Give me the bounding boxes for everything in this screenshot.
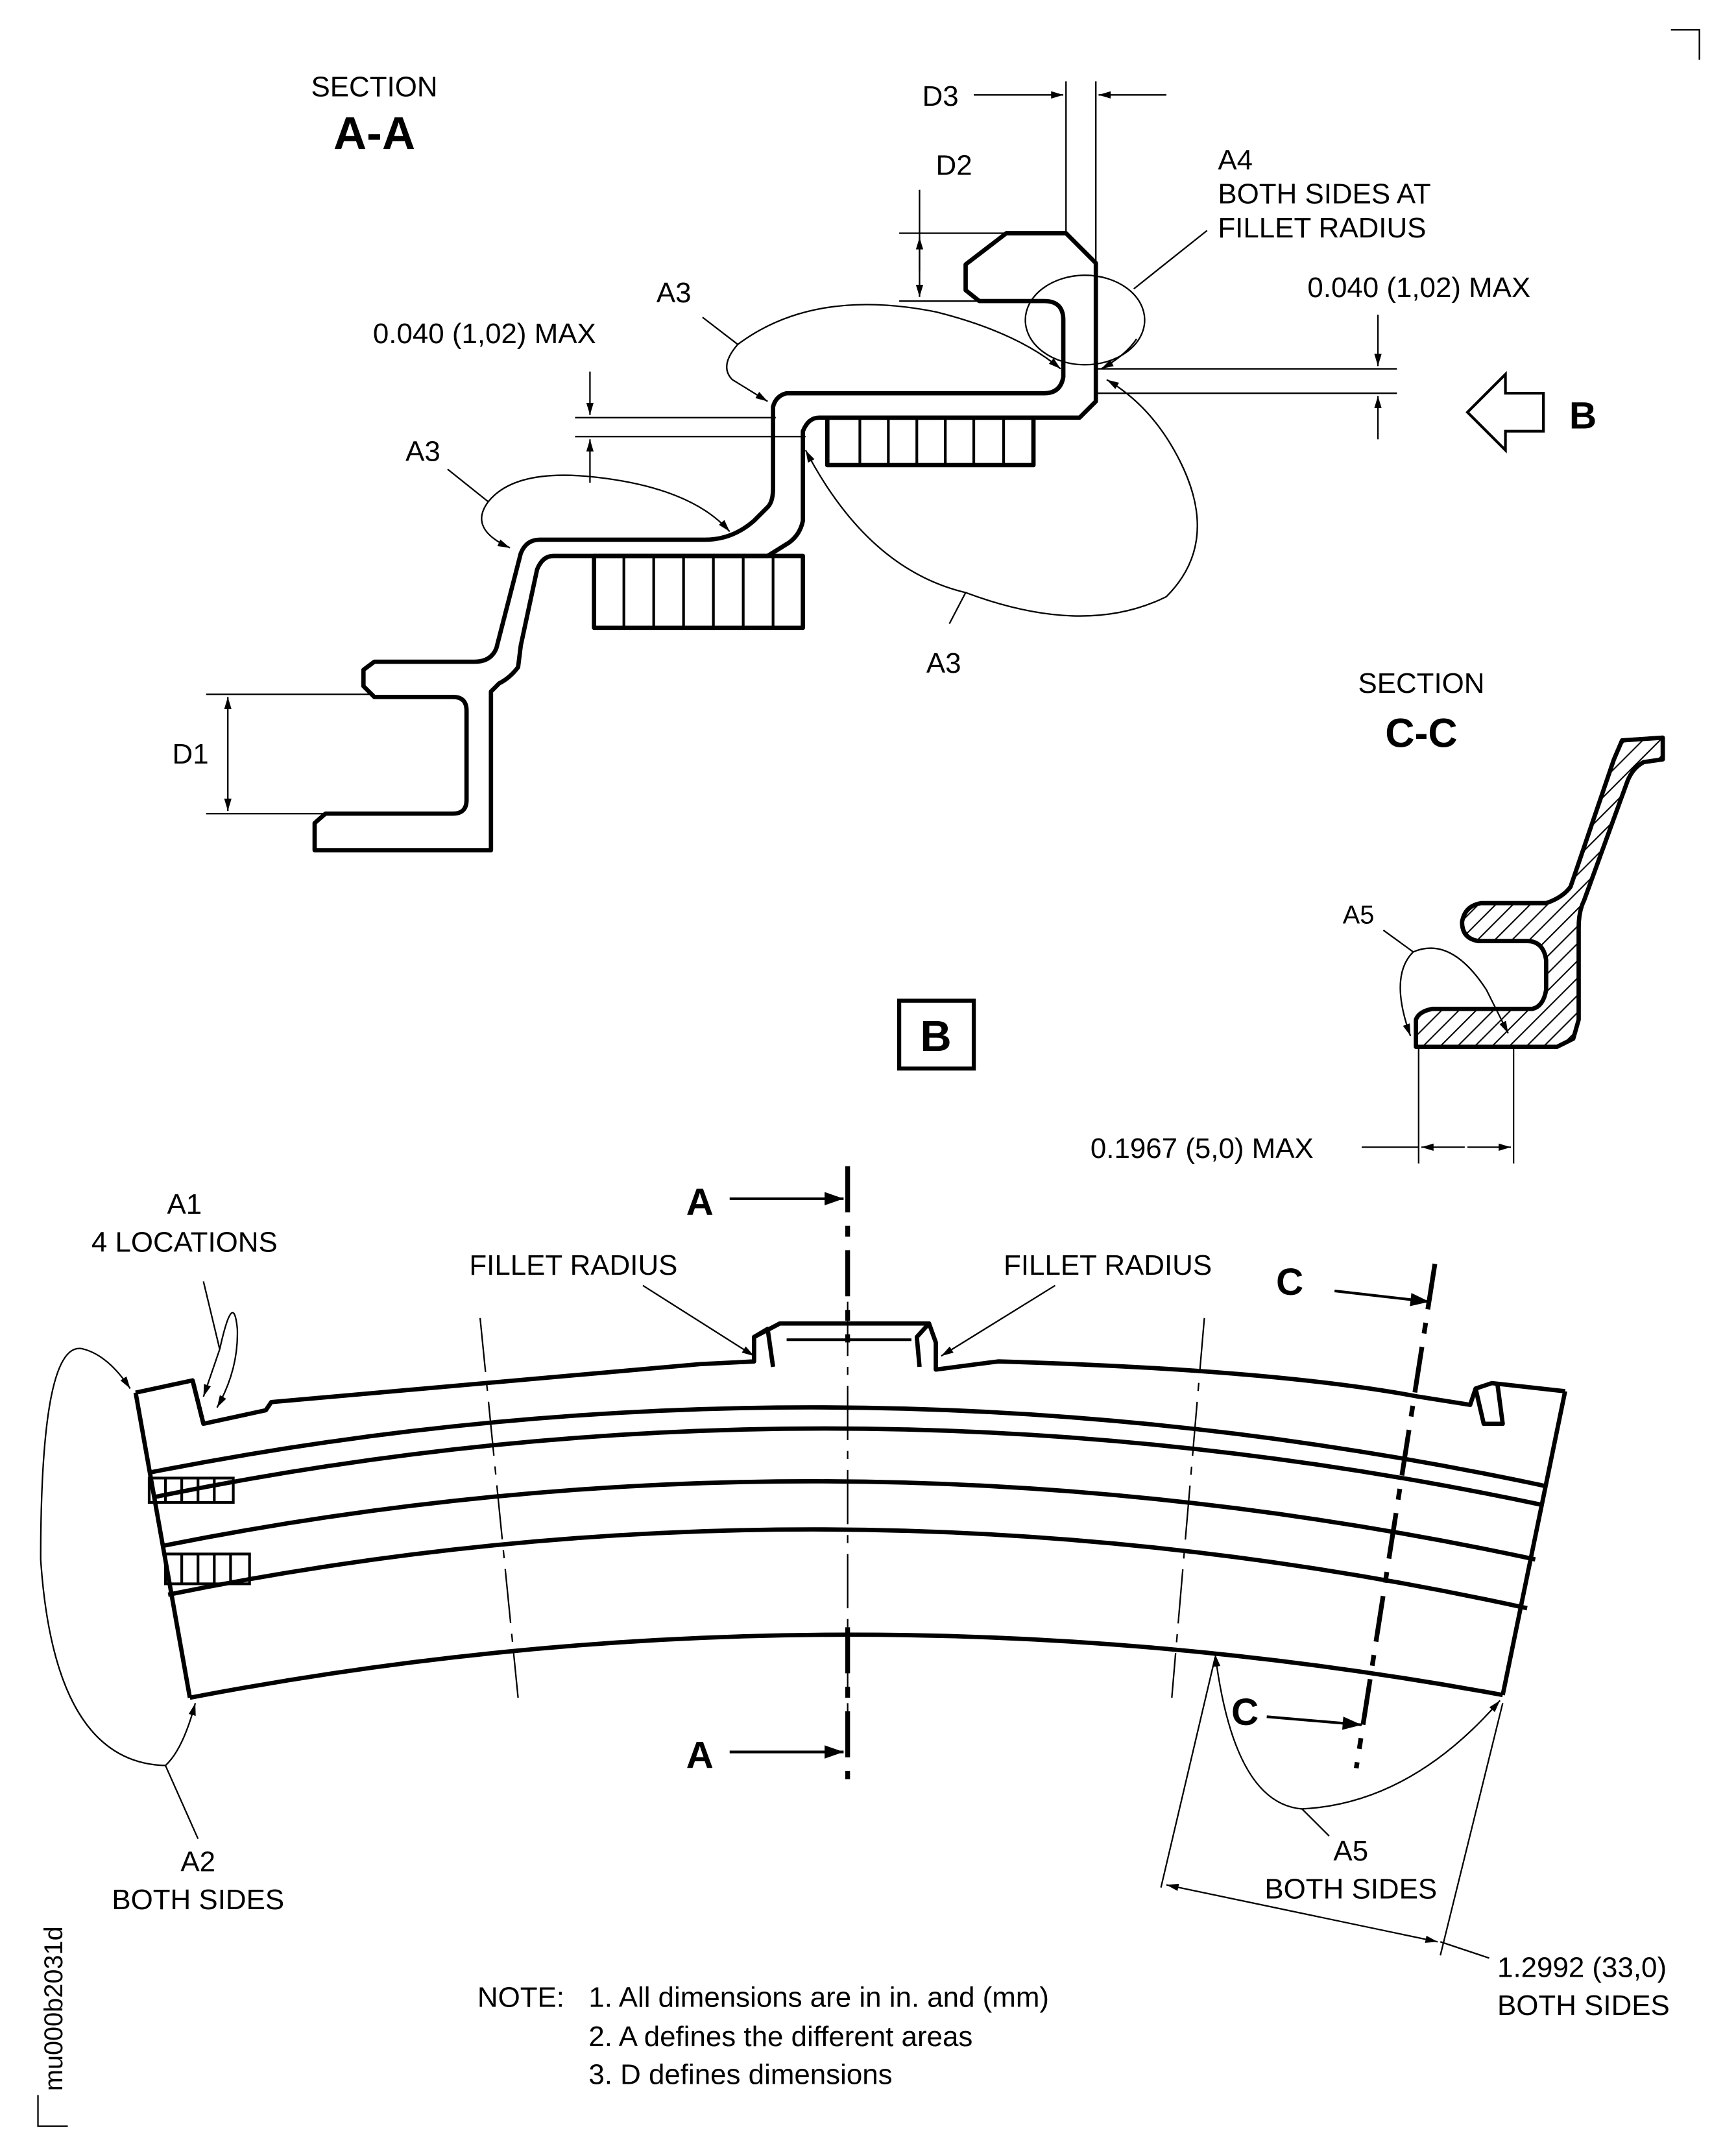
a2-label-line2: BOTH SIDES [112,1884,284,1916]
fillet-left-label: FILLET RADIUS [469,1249,677,1281]
a3-bottom-label: A3 [926,647,961,679]
segment-arc-4 [167,1527,1528,1611]
cut-c-bottom-label: C [1231,1691,1259,1733]
seal-teeth-lower [592,553,805,631]
a3-mid-label: A3 [657,277,692,309]
view-b-arrow [1465,370,1545,454]
cut-a-top-label: A [686,1181,714,1223]
a1-label-line2: 4 LOCATIONS [91,1226,278,1258]
section-aa-title: SECTION [311,71,437,102]
dim-left-label: 0.040 (1,02) MAX [373,318,596,350]
view-b-teeth-1 [147,1476,235,1504]
section-cc-letter: C-C [1385,711,1457,756]
dim-cc-label: 0.1967 (5,0) MAX [1091,1133,1314,1164]
a5-view-label: A5 [1333,1835,1368,1867]
corner-mark-top-right [1670,29,1700,60]
segment-arc-3 [162,1479,1536,1562]
figure-id: mu000b2031d [40,1926,68,2091]
dim-d3-label: D3 [922,80,959,112]
dim-d1-label: D1 [173,738,209,770]
cut-c-top-label: C [1276,1261,1303,1303]
fillet-right-label: FILLET RADIUS [1004,1249,1212,1281]
segment-arc-5 [189,1632,1504,1700]
dim-right-label: 0.040 (1,02) MAX [1307,272,1530,304]
a4-label: A4 [1218,144,1253,176]
section-aa-profile [312,231,1098,852]
segment-arc-2 [154,1426,1544,1508]
dim-view-b-label: 1.2992 (33,0) [1497,1952,1667,1984]
segment-right-end [1501,1390,1567,1696]
seal-teeth-upper [825,415,1036,468]
view-b-teeth-2 [163,1552,251,1585]
segment-arc-1 [149,1405,1547,1489]
section-aa-letter: A-A [333,108,415,160]
view-b: B [40,998,1670,2021]
notes-prefix: NOTE: [477,1982,564,2014]
dim-d2-label: D2 [936,150,972,182]
cut-a-bottom-label: A [686,1735,714,1777]
a3-left-label: A3 [405,436,440,468]
a5-view-label-line2: BOTH SIDES [1264,1873,1437,1905]
a4-label-line2: BOTH SIDES AT [1218,178,1430,210]
section-cc-profile [1414,735,1665,1050]
a5-cc-label: A5 [1343,900,1375,929]
notes: NOTE: 1. All dimensions are in in. and (… [477,1982,1049,2091]
a2-label: A2 [180,1846,215,1878]
section-aa: SECTION A-A D1 [173,71,1597,852]
note-item: 1. All dimensions are in in. and (mm) [588,1982,1049,2014]
view-b-arrow-label: B [1569,395,1597,437]
section-cc-title: SECTION [1358,668,1484,699]
corner-mark-bottom-left [37,2095,68,2127]
dim-view-b-label-line2: BOTH SIDES [1497,1990,1670,2021]
view-b-label: B [920,1012,951,1061]
a4-label-line3: FILLET RADIUS [1218,212,1426,244]
note-item: 2. A defines the different areas [588,2021,972,2053]
note-item: 3. D defines dimensions [588,2059,892,2091]
section-cc: SECTION C-C A5 0.1967 (5,0) MAX [1091,668,1665,1164]
a1-label: A1 [167,1188,202,1220]
